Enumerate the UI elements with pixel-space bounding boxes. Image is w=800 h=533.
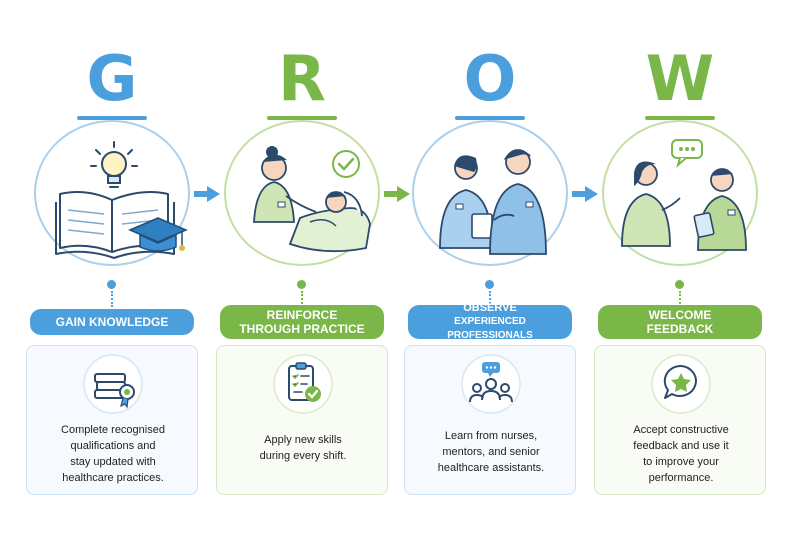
- step-letter: G: [86, 42, 138, 115]
- step-description: Accept constructive feedback and use it …: [603, 422, 759, 486]
- connector-dot: [297, 280, 306, 289]
- arrow-right-icon: [384, 186, 410, 202]
- description-line: Learn from nurses,: [444, 430, 538, 442]
- step-description: Learn from nurses, mentors, and senior h…: [413, 428, 569, 476]
- description-line: healthcare assistants.: [437, 462, 545, 474]
- step-card: Apply new skills during every shift.: [216, 345, 388, 495]
- step-title-line: EXPERIENCED PROFESSIONALS: [447, 316, 533, 341]
- step-description: Complete recognised qualifications and s…: [35, 422, 191, 486]
- connector-line: [679, 291, 681, 307]
- connector-dot: [675, 280, 684, 289]
- letter-underline: [77, 116, 147, 120]
- group-speech-bubble-icon: [461, 354, 521, 414]
- description-line: mentors, and senior: [442, 446, 540, 458]
- step-title: REINFORCE THROUGH PRACTICE: [220, 305, 384, 339]
- colleagues-feedback-icon: [621, 139, 747, 251]
- description-line: Apply new skills: [264, 434, 342, 446]
- description-line: Complete recognised: [61, 424, 165, 436]
- step-letter: R: [278, 42, 326, 115]
- nurse-patient-icon: [253, 146, 371, 253]
- step-card: Learn from nurses, mentors, and senior h…: [404, 345, 576, 495]
- speech-bubble-star-icon: [651, 354, 711, 414]
- connector-line: [301, 291, 303, 307]
- description-line: during every shift.: [259, 450, 347, 462]
- step-title: WELCOME FEEDBACK: [598, 305, 762, 339]
- step-title-line: GAIN KNOWLEDGE: [55, 315, 169, 329]
- clipboard-check-icon: [273, 354, 333, 414]
- connector-line: [111, 291, 113, 307]
- description-line: performance.: [648, 472, 714, 484]
- connector-dot: [485, 280, 494, 289]
- step-description: Apply new skills during every shift.: [225, 432, 381, 464]
- letter-underline: [645, 116, 715, 120]
- books-award-icon: [83, 354, 143, 414]
- step-title-line: FEEDBACK: [646, 322, 714, 336]
- letter-underline: [267, 116, 337, 120]
- description-line: qualifications and: [70, 440, 156, 452]
- step-letter: O: [463, 42, 517, 115]
- description-line: healthcare practices.: [62, 472, 164, 484]
- description-line: to improve your: [643, 456, 719, 468]
- step-letter: W: [645, 42, 715, 115]
- illustration-circle: [224, 120, 380, 266]
- connector-dot: [107, 280, 116, 289]
- two-professionals-icon: [439, 149, 547, 255]
- step-title-line: THROUGH PRACTICE: [239, 322, 365, 336]
- description-line: Accept constructive: [633, 424, 729, 436]
- open-book-lightbulb-icon: [55, 141, 188, 259]
- step-w: W WELCOME: [590, 0, 770, 533]
- description-line: feedback and use it: [633, 440, 729, 452]
- step-title: OBSERVE EXPERIENCED PROFESSIONALS: [408, 302, 572, 341]
- letter-underline: [455, 116, 525, 120]
- step-title-line: WELCOME: [648, 308, 712, 322]
- step-title: GAIN KNOWLEDGE: [30, 309, 194, 335]
- step-o: O OBSERVE EXPERIENCED PROFESSIONALS: [400, 0, 580, 533]
- step-card: Complete recognised qualifications and s…: [26, 345, 198, 495]
- connector-line: [489, 291, 491, 307]
- illustration-circle: [602, 120, 758, 266]
- description-line: stay updated with: [70, 456, 156, 468]
- step-r: R REIN: [212, 0, 392, 533]
- arrow-right-icon: [194, 186, 220, 202]
- step-title-line: REINFORCE: [266, 308, 338, 322]
- illustration-circle: [412, 120, 568, 266]
- step-g: G: [22, 0, 202, 533]
- step-title-line: OBSERVE: [463, 302, 517, 314]
- illustration-circle: [34, 120, 190, 266]
- step-card: Accept constructive feedback and use it …: [594, 345, 766, 495]
- arrow-right-icon: [572, 186, 598, 202]
